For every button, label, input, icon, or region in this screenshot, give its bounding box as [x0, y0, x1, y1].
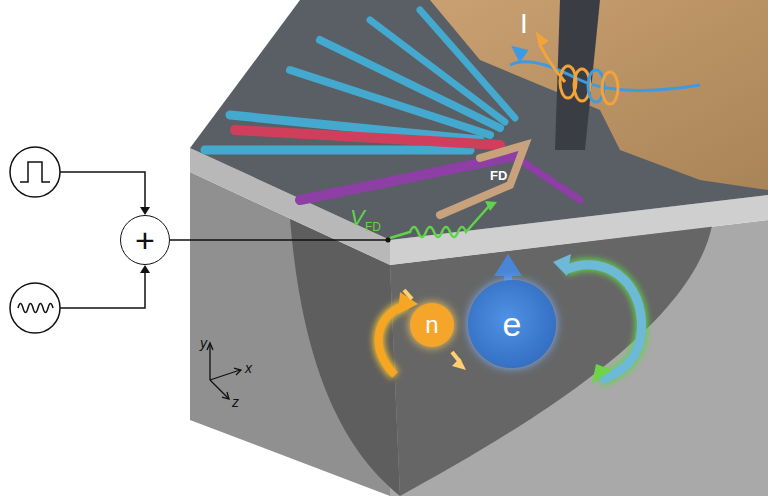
wave-head [485, 201, 497, 211]
current-loops [510, 35, 700, 104]
axes [207, 343, 241, 399]
arrow-head [140, 207, 150, 215]
gate-fingers [205, 10, 580, 215]
drive-wave [390, 205, 490, 238]
node-label: n [425, 313, 438, 337]
node-label: + [135, 223, 155, 257]
junction-dot [386, 238, 391, 243]
orange-rotation-glow [379, 305, 408, 375]
sources [10, 147, 386, 333]
nuclear-spin-head [452, 358, 466, 370]
gate-label: FD [490, 168, 507, 183]
node-label: e [503, 307, 522, 341]
nuclear-spin: n [410, 303, 454, 347]
electron-spin: e [468, 280, 556, 368]
electron-spin-head [494, 254, 522, 276]
green-rotation-tail [592, 364, 612, 384]
sem-surface [190, 0, 768, 240]
green-rotation-glow [565, 265, 642, 380]
green-rotation [565, 265, 642, 380]
summing-junction: + [120, 215, 170, 265]
green-rotation-head [553, 254, 571, 276]
gap [555, 0, 600, 150]
orange-rotation [379, 305, 408, 375]
axis-label: z [232, 394, 239, 410]
voltage-subscript: FD [365, 220, 381, 234]
nuclear-spin-tail [404, 290, 412, 299]
arrow-head [140, 265, 150, 273]
front-face [390, 220, 768, 496]
current-label: I [520, 8, 528, 40]
bowl-front [390, 226, 712, 496]
axis-label: x [245, 360, 252, 376]
axis-label: y [200, 335, 207, 351]
voltage-label: V [350, 205, 365, 231]
